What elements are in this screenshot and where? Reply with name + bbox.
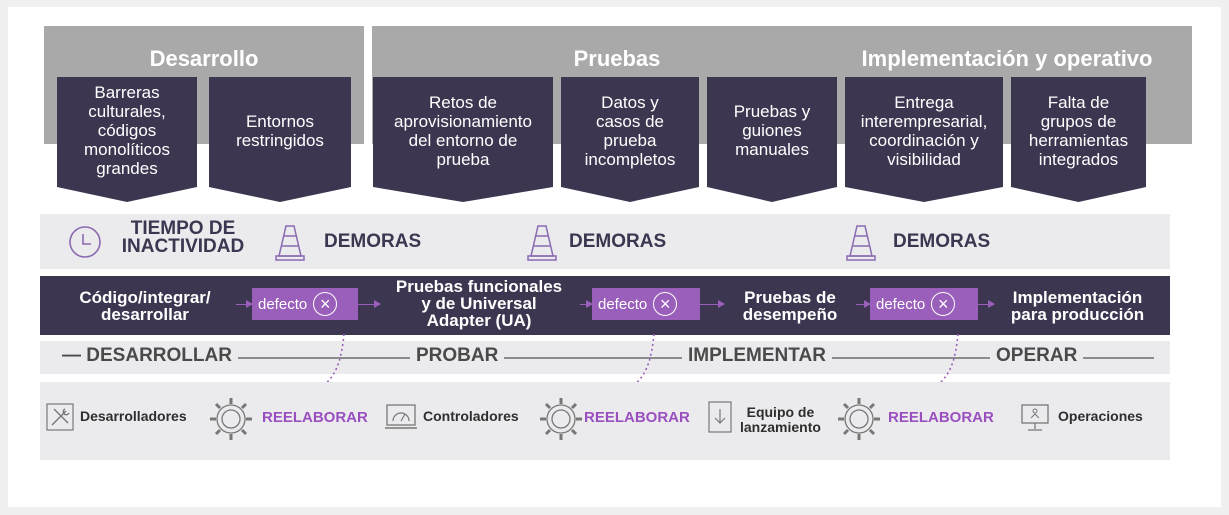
- stage-performance-tests: Pruebas de desempeño: [742, 288, 838, 324]
- challenge-text: Retos de aprovisionamiento del entorno d…: [394, 92, 532, 169]
- defect-badge: defecto ×: [870, 288, 978, 320]
- close-circle-icon: ×: [653, 292, 678, 316]
- flow-arrow: [236, 300, 253, 308]
- stage-deployment: Implementación para producción: [1010, 288, 1145, 324]
- gauge-icon: [384, 403, 418, 431]
- traffic-cone-icon: [845, 222, 877, 262]
- challenge-text: Barreras culturales, códigos monolíticos…: [84, 83, 170, 178]
- team-operations: Operaciones: [1058, 408, 1143, 424]
- close-circle-icon: ×: [313, 292, 338, 316]
- phase-line: [56, 357, 1154, 359]
- phase-deploy: IMPLEMENTAR: [682, 345, 832, 367]
- challenge-box: Entrega interempresarial, coordinación y…: [845, 77, 1003, 202]
- stage-functional-tests: Pruebas funcionales y de Universal Adapt…: [395, 277, 563, 330]
- impact-row: [40, 214, 1170, 269]
- phase-test: PROBAR: [410, 345, 505, 367]
- flow-arrow: [700, 300, 725, 308]
- flow-arrow: [856, 300, 871, 308]
- traffic-cone-icon: [274, 222, 306, 262]
- delay-label: DEMORAS: [324, 231, 422, 252]
- header-pruebas: Pruebas: [573, 46, 661, 71]
- challenge-box: Barreras culturales, códigos monolíticos…: [57, 77, 197, 202]
- challenge-text: Entornos restringidos: [236, 111, 324, 150]
- tools-icon: [46, 403, 74, 431]
- challenge-text: Entrega interempresarial, coordinación y…: [860, 92, 988, 169]
- challenge-box: Falta de grupos de herramientas integrad…: [1011, 77, 1146, 202]
- challenge-box: Datos y casos de prueba incompletos: [561, 77, 699, 202]
- gear-icon: [836, 396, 882, 442]
- challenge-box: Retos de aprovisionamiento del entorno d…: [373, 77, 553, 202]
- flow-arrow: [580, 300, 593, 308]
- header-implementacion: Implementación y operativo: [861, 46, 1153, 71]
- rework-label: REELABORAR: [888, 409, 994, 426]
- team-row: [40, 382, 1170, 460]
- defect-badge: defecto ×: [592, 288, 700, 320]
- defect-badge: defecto ×: [252, 288, 358, 320]
- gear-icon: [538, 396, 584, 442]
- downtime-label: TIEMPO DE INACTIVIDAD: [121, 218, 245, 257]
- challenge-box: Pruebas y guiones manuales: [707, 77, 837, 202]
- phase-operate: OPERAR: [990, 345, 1084, 367]
- defect-label: defecto: [598, 295, 648, 313]
- challenge-text: Falta de grupos de herramientas integrad…: [1028, 92, 1129, 169]
- phase-develop: — DESARROLLAR: [56, 345, 238, 367]
- monitor-icon: [1018, 403, 1052, 433]
- rework-label: REELABORAR: [584, 409, 690, 426]
- download-icon: [708, 401, 732, 433]
- defect-label: defecto: [876, 295, 926, 313]
- clock-icon: [68, 225, 102, 259]
- header-desarrollo: Desarrollo: [149, 46, 259, 71]
- flow-arrow: [978, 300, 995, 308]
- flow-arrow: [358, 300, 381, 308]
- defect-label: defecto: [258, 295, 308, 313]
- challenge-text: Datos y casos de prueba incompletos: [584, 92, 676, 169]
- rework-label: REELABORAR: [262, 409, 368, 426]
- stage-code: Código/integrar/ desarrollar: [79, 288, 211, 324]
- challenge-box: Entornos restringidos: [209, 77, 351, 202]
- challenge-text: Pruebas y guiones manuales: [733, 102, 811, 159]
- gear-icon: [208, 396, 254, 442]
- team-developers: Desarrolladores: [80, 408, 187, 424]
- team-controllers: Controladores: [423, 408, 519, 424]
- close-circle-icon: ×: [931, 292, 956, 316]
- delay-label: DEMORAS: [893, 231, 991, 252]
- traffic-cone-icon: [526, 222, 558, 262]
- phase-label: DESARROLLAR: [86, 345, 232, 366]
- team-release: Equipo de lanzamiento: [740, 404, 821, 435]
- delay-label: DEMORAS: [569, 231, 667, 252]
